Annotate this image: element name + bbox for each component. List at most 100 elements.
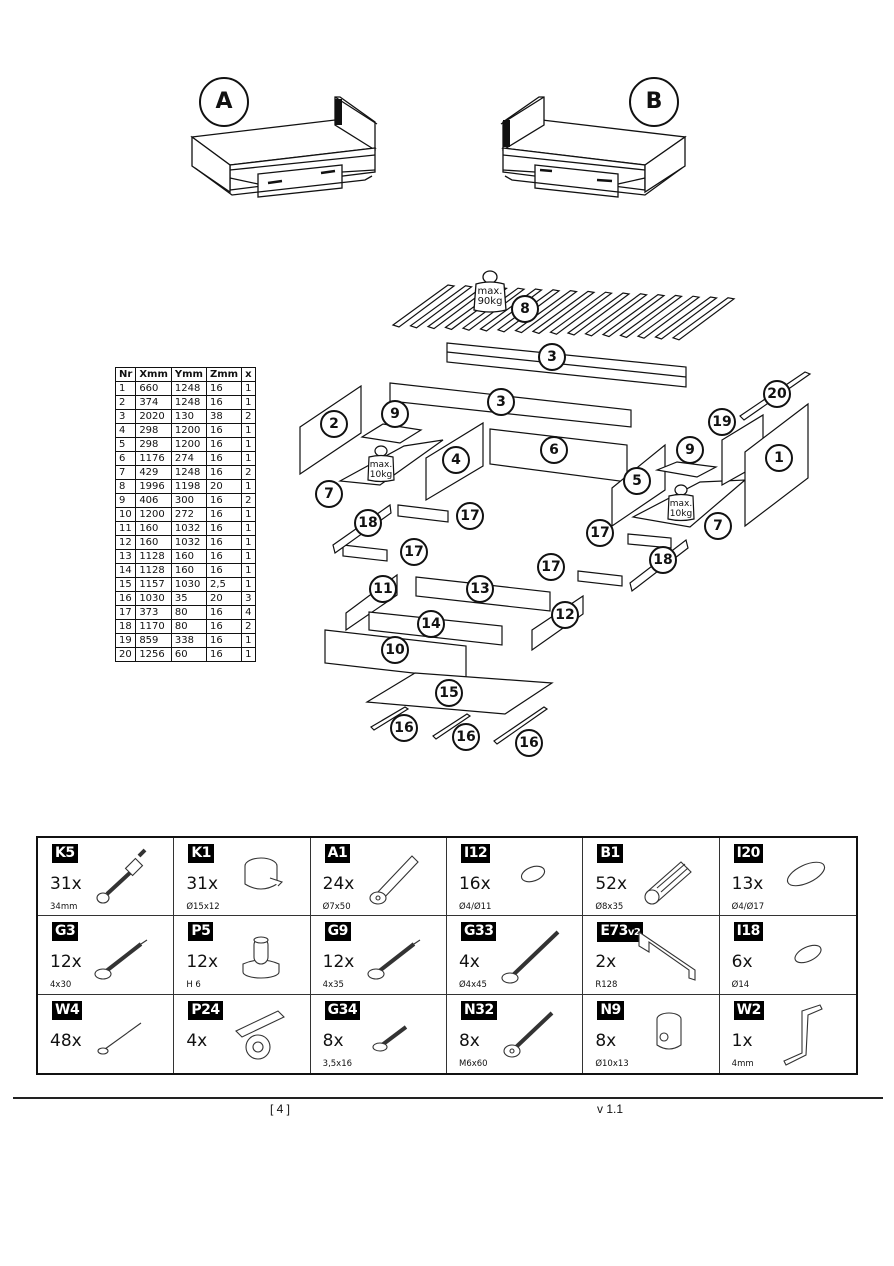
- glide-foot-icon: [226, 926, 296, 986]
- part-number: 4: [114, 423, 137, 438]
- callout-part-16-b: 16: [452, 723, 480, 751]
- callout-part-10: 10: [381, 636, 409, 664]
- cam-bolt-icon: [89, 848, 159, 908]
- hardware-quantity: 4x: [458, 952, 480, 973]
- header-nr: Nr: [114, 367, 137, 382]
- hardware-quantity: 52x: [595, 874, 628, 894]
- hardware-quantity: 8x: [322, 1030, 344, 1051]
- callout-part-11: 11: [369, 575, 397, 603]
- callout-part-4: 4: [442, 446, 470, 474]
- hardware-code-suffix: v2: [627, 927, 641, 939]
- hardware-code: G9: [324, 922, 351, 942]
- callout-part-3-upper: 3: [538, 343, 566, 371]
- slat: [636, 295, 701, 339]
- hardware-code: N32: [460, 1000, 497, 1020]
- variant-b-label: B: [629, 77, 679, 127]
- callout-part-17-d: 17: [537, 553, 565, 581]
- hardware-quantity: 4x: [186, 1030, 208, 1051]
- cam-lock-icon: [226, 848, 296, 908]
- callout-part-13: 13: [466, 575, 494, 603]
- weight-90kg-line1: max.: [477, 286, 503, 297]
- hardware-size: 34mm: [50, 902, 78, 912]
- hardware-code-text: G34: [327, 1001, 358, 1018]
- part-qty: 2: [241, 619, 256, 634]
- weight-10kg-left: max. 10kg: [367, 445, 395, 483]
- hardware-size: 3,5x16: [322, 1058, 353, 1069]
- hardware-code: B1: [597, 844, 623, 863]
- hardware-size: Ø4x45: [458, 980, 487, 991]
- hardware-code-text: I12: [463, 845, 488, 861]
- callout-part-17-a: 17: [456, 502, 484, 530]
- hardware-code-text: I18: [736, 923, 761, 940]
- hardware-quantity: 8x: [595, 1030, 617, 1051]
- hardware-size: R128: [595, 980, 618, 991]
- strip-17b: [342, 544, 388, 562]
- part-qty: 1: [241, 381, 256, 396]
- callout-part-14: 14: [417, 610, 445, 638]
- hardware-size: 4mm: [731, 1058, 754, 1069]
- hardware-size: Ø10x13: [595, 1058, 629, 1069]
- hardware-code-text: W4: [55, 1001, 80, 1018]
- slat: [584, 293, 648, 337]
- hardware-code-text: W2: [736, 1001, 762, 1018]
- hardware-quantity: 24x: [322, 874, 355, 894]
- weight-10kg-left-line1: max.: [369, 460, 393, 470]
- hardware-code: I18: [733, 922, 763, 942]
- variant-a-label: A: [199, 77, 249, 127]
- slat: [409, 285, 473, 329]
- hardware-quantity: 16x: [458, 874, 491, 894]
- hardware-quantity: 1x: [731, 1030, 753, 1051]
- callout-part-5: 5: [623, 467, 651, 495]
- hardware-quantity: 31x: [50, 874, 82, 894]
- hardware-size: Ø8x35: [595, 902, 624, 912]
- hardware-code-text: E73: [600, 923, 628, 940]
- confirmat-screw-icon: [362, 848, 432, 908]
- weight-10kg-right-line1: max.: [669, 499, 693, 509]
- callout-part-16-a: 16: [390, 714, 418, 742]
- slat: [601, 293, 666, 338]
- hardware-code: I20: [733, 844, 763, 863]
- hardware-code-text: K1: [191, 845, 211, 861]
- callout-part-16-c: 16: [515, 729, 543, 757]
- wood-screw-icon: [362, 926, 432, 986]
- callout-part-2: 2: [320, 410, 348, 438]
- slat: [514, 289, 578, 334]
- hardware-code: K5: [52, 844, 78, 863]
- hardware-code-text: N32: [463, 1001, 494, 1018]
- callout-part-9-right: 9: [676, 436, 704, 464]
- hardware-quantity: 31x: [186, 874, 219, 894]
- weight-10kg-right: max. 10kg: [667, 484, 695, 522]
- callout-part-18-right: 18: [649, 546, 677, 574]
- shelf-9-left: [360, 423, 423, 444]
- callout-part-17-c: 17: [586, 519, 614, 547]
- hardware-code: P5: [188, 922, 214, 942]
- slat: [549, 291, 613, 335]
- hardware-size: Ø7x50: [322, 902, 351, 912]
- weight-90kg: max. 90kg: [473, 270, 507, 314]
- hardware-code: G33: [460, 922, 497, 942]
- callout-part-12: 12: [551, 601, 579, 629]
- part-number: 5: [114, 437, 137, 452]
- slat-frame: [391, 284, 736, 341]
- shelf-9-right: [654, 461, 718, 478]
- hardware-code: W4: [52, 1000, 83, 1020]
- callout-part-6: 6: [540, 436, 568, 464]
